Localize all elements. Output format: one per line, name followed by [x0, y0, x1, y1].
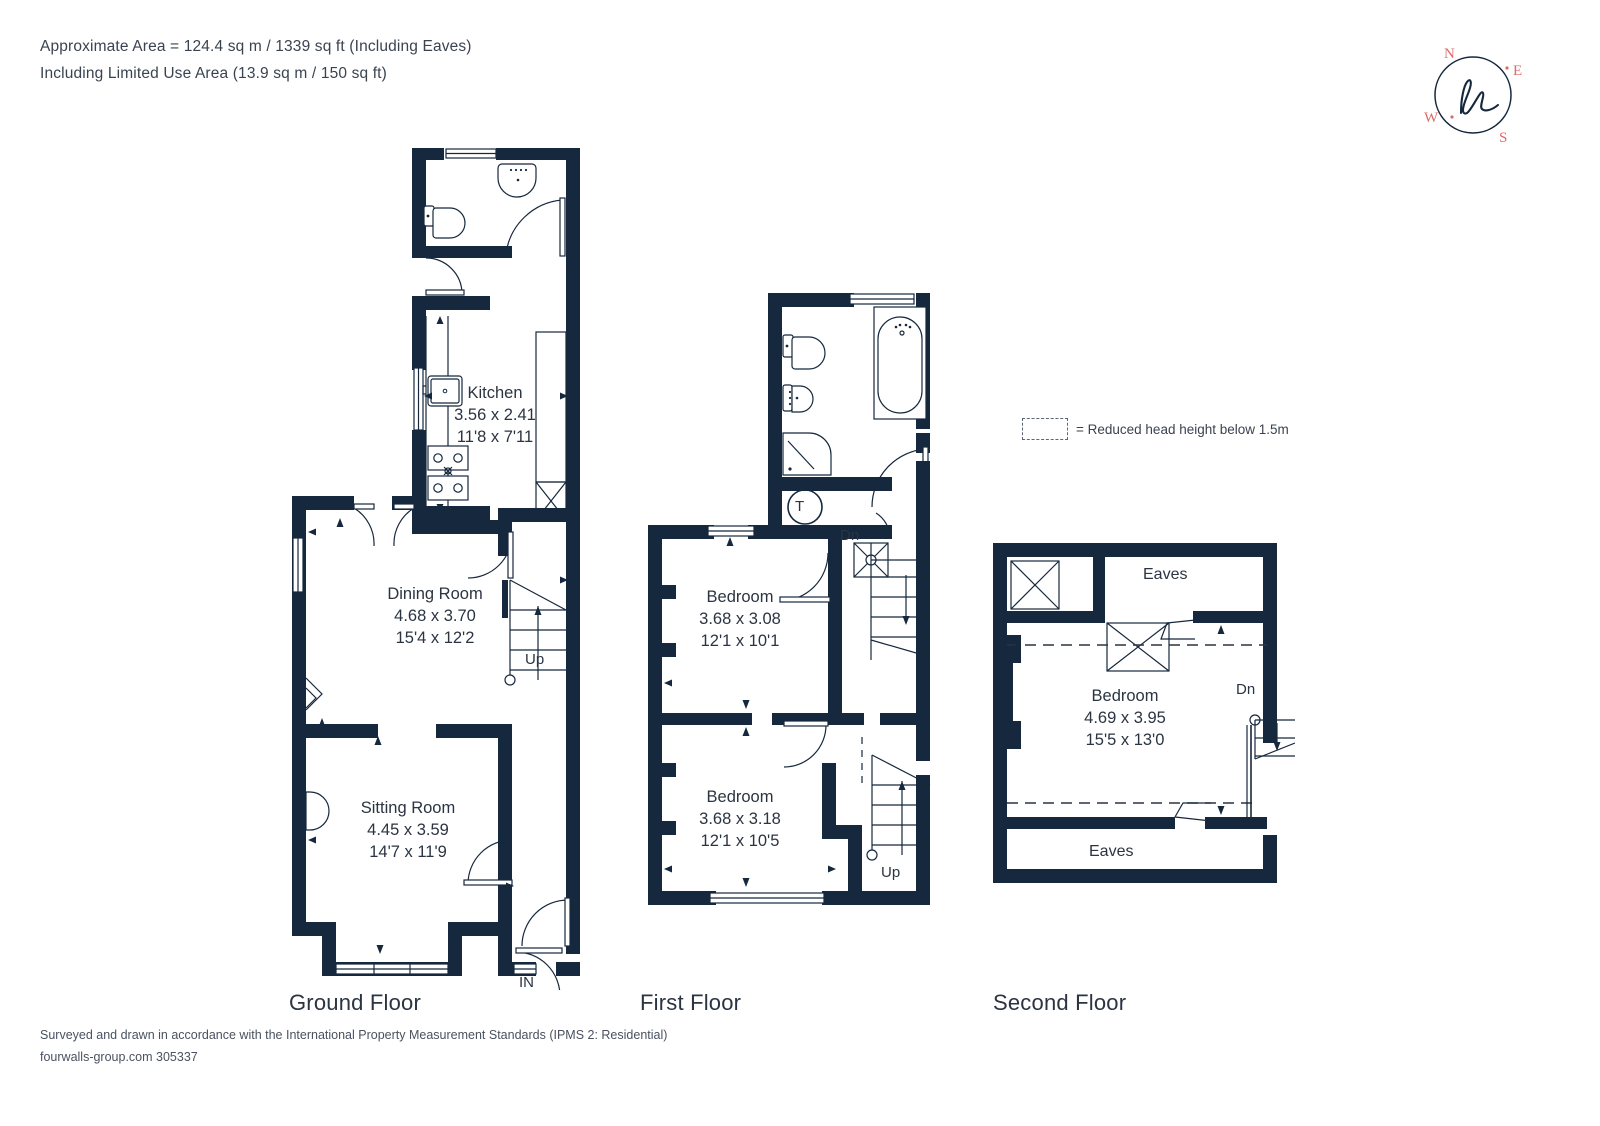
stair-dn-label-second: Dn — [1236, 681, 1256, 698]
room-name: Bedroom — [1091, 687, 1159, 705]
compass-west-label: W — [1424, 110, 1439, 126]
room-label-bedroom-first-front: Bedroom 3.68 x 3.08 12'1 x 10'1 — [645, 587, 835, 652]
room-name: Bedroom — [706, 788, 774, 806]
legend-label: = Reduced head height below 1.5m — [1076, 421, 1289, 437]
room-dim-metric: 3.56 x 2.41 — [454, 405, 536, 424]
eaves-label-bottom: Eaves — [1089, 843, 1134, 860]
compass-east-label: E — [1513, 63, 1523, 79]
second-floor-plan — [985, 535, 1295, 895]
room-label-bedroom-second: Bedroom 4.69 x 3.95 15'5 x 13'0 — [1030, 686, 1220, 751]
room-dim-metric: 3.68 x 3.18 — [699, 809, 781, 828]
stair-dn-label-first: Dn — [840, 527, 860, 544]
room-label-sitting-room: Sitting Room 4.45 x 3.59 14'7 x 11'9 — [308, 798, 508, 863]
compass-glyph-icon — [1434, 56, 1512, 134]
room-dim-imperial: 15'4 x 12'2 — [395, 628, 475, 647]
limited-use-area-text: Including Limited Use Area (13.9 sq m / … — [40, 65, 387, 82]
room-name: Kitchen — [467, 384, 523, 402]
reduced-head-height-swatch — [1022, 418, 1068, 440]
room-dim-metric: 4.68 x 3.70 — [394, 606, 476, 625]
room-dim-imperial: 11'8 x 7'11 — [456, 427, 534, 446]
ground-floor-plan — [280, 140, 600, 990]
room-name: Dining Room — [387, 585, 483, 603]
room-dim-imperial: 12'1 x 10'1 — [700, 631, 780, 650]
room-label-dining-room: Dining Room 4.68 x 3.70 15'4 x 12'2 — [335, 584, 535, 649]
ipms-statement: Surveyed and drawn in accordance with th… — [40, 1028, 668, 1042]
provider-reference: fourwalls-group.com 305337 — [40, 1050, 198, 1064]
room-label-kitchen: Kitchen 3.56 x 2.41 11'8 x 7'11 — [400, 383, 590, 448]
entrance-in-label: IN — [519, 974, 534, 991]
room-name: Bedroom — [706, 588, 774, 606]
stair-up-label-ground: Up — [525, 651, 545, 668]
room-dim-metric: 4.69 x 3.95 — [1084, 708, 1166, 727]
tank-cupboard-label: T — [795, 498, 805, 515]
compass-north-label: N — [1444, 46, 1455, 62]
room-dim-imperial: 15'5 x 13'0 — [1085, 730, 1165, 749]
floor-caption-second: Second Floor — [993, 990, 1127, 1015]
approximate-area-text: Approximate Area = 124.4 sq m / 1339 sq … — [40, 38, 472, 55]
room-name: Sitting Room — [360, 799, 456, 817]
room-dim-imperial: 14'7 x 11'9 — [369, 842, 447, 861]
room-label-bedroom-first-rear: Bedroom 3.68 x 3.18 12'1 x 10'5 — [645, 787, 835, 852]
room-dim-metric: 4.45 x 3.59 — [367, 820, 449, 839]
room-dim-imperial: 12'1 x 10'5 — [700, 831, 780, 850]
room-dim-metric: 3.68 x 3.08 — [699, 609, 781, 628]
eaves-label-top: Eaves — [1143, 566, 1188, 583]
compass-rose: N E S W — [1418, 38, 1528, 153]
first-floor-plan — [640, 285, 940, 935]
floor-caption-first: First Floor — [640, 990, 742, 1015]
compass-south-label: S — [1499, 130, 1508, 146]
stair-up-label-first: Up — [881, 864, 901, 881]
legend: = Reduced head height below 1.5m — [1022, 418, 1289, 440]
floor-caption-ground: Ground Floor — [289, 990, 422, 1015]
